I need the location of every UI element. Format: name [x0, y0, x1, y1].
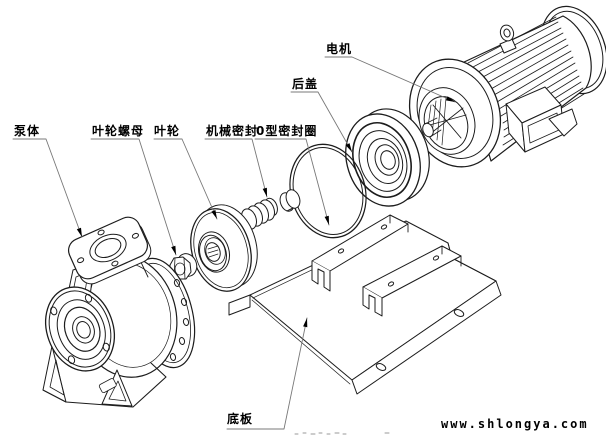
discharge-flange [65, 213, 155, 288]
leader-lines [13, 57, 455, 429]
label-impeller-nut: 叶轮螺母 [92, 124, 145, 138]
label-base-plate: 底板 [227, 412, 254, 426]
eyebolt-icon [499, 24, 516, 53]
base-plate-drawing [229, 215, 501, 394]
pump-foot [43, 346, 166, 407]
label-mechanical-seal: 机械密封 [206, 124, 259, 138]
rear-cover-drawing [334, 99, 441, 216]
suction-flange [34, 277, 125, 380]
label-pump-body: 泵体 [14, 124, 41, 138]
label-rear-cover: 后盖 [292, 77, 319, 91]
leader-arrowheads [76, 96, 455, 328]
label-motor: 电机 [326, 42, 353, 56]
watermark-text: www.shlongya.com [441, 417, 589, 431]
label-o-ring: 0型密封圈 [256, 124, 318, 138]
pump-body-drawing [34, 213, 205, 407]
motor-drawing [395, 0, 606, 180]
label-impeller: 叶轮 [154, 124, 181, 138]
cropped-text-marks [295, 433, 389, 434]
